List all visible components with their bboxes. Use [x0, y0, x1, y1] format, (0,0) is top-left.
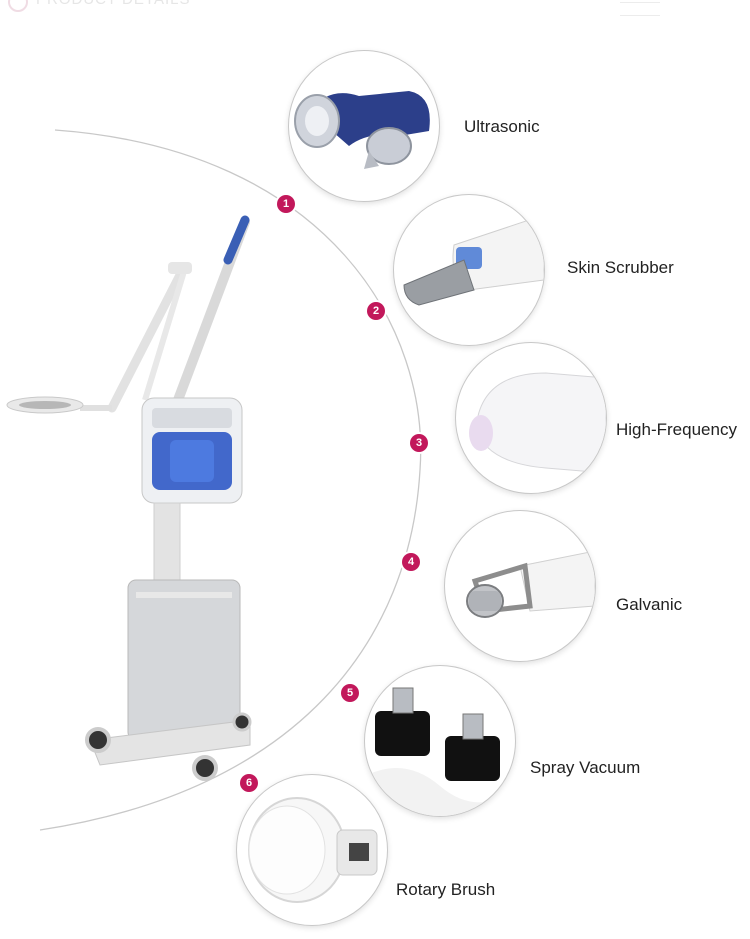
- header-logo-icon: [8, 0, 28, 12]
- feature-label-rotary-brush: Rotary Brush: [396, 880, 496, 899]
- feature-image-rotary-brush: [236, 774, 388, 926]
- feature-image-ultrasonic: [288, 50, 440, 202]
- rotary-brush-icon: [248, 797, 378, 903]
- feature-image-spray-vacuum: [364, 665, 516, 817]
- feature-number-2: 2: [367, 302, 385, 320]
- feature-label-galvanic: Galvanic: [616, 595, 683, 614]
- skin-scrubber-icon: [403, 214, 544, 306]
- feature-image-high-frequency: [455, 342, 607, 494]
- menu-icon: [620, 2, 660, 16]
- feature-number-1: 1: [277, 195, 295, 213]
- feature-label-spray-vacuum: Spray Vacuum: [530, 758, 641, 777]
- facial-machine-icon: [6, 215, 252, 781]
- spray-vacuum-icon: [365, 687, 515, 816]
- feature-label-high-frequency: High-Frequency: [616, 420, 737, 439]
- feature-image-skin-scrubber: [393, 194, 545, 346]
- feature-label-ultrasonic: Ultrasonic: [464, 117, 540, 136]
- feature-number-6: 6: [240, 774, 258, 792]
- feature-label-skin-scrubber: Skin Scrubber: [567, 258, 674, 277]
- feature-number-3: 3: [410, 434, 428, 452]
- ultrasonic-probe-icon: [294, 91, 430, 169]
- feature-number-4: 4: [402, 553, 420, 571]
- page-title: PRODUCT DETAILS: [36, 0, 190, 8]
- galvanic-roller-icon: [466, 550, 595, 618]
- feature-image-galvanic: [444, 510, 596, 662]
- high-frequency-wand-icon: [469, 372, 606, 474]
- feature-number-5: 5: [341, 684, 359, 702]
